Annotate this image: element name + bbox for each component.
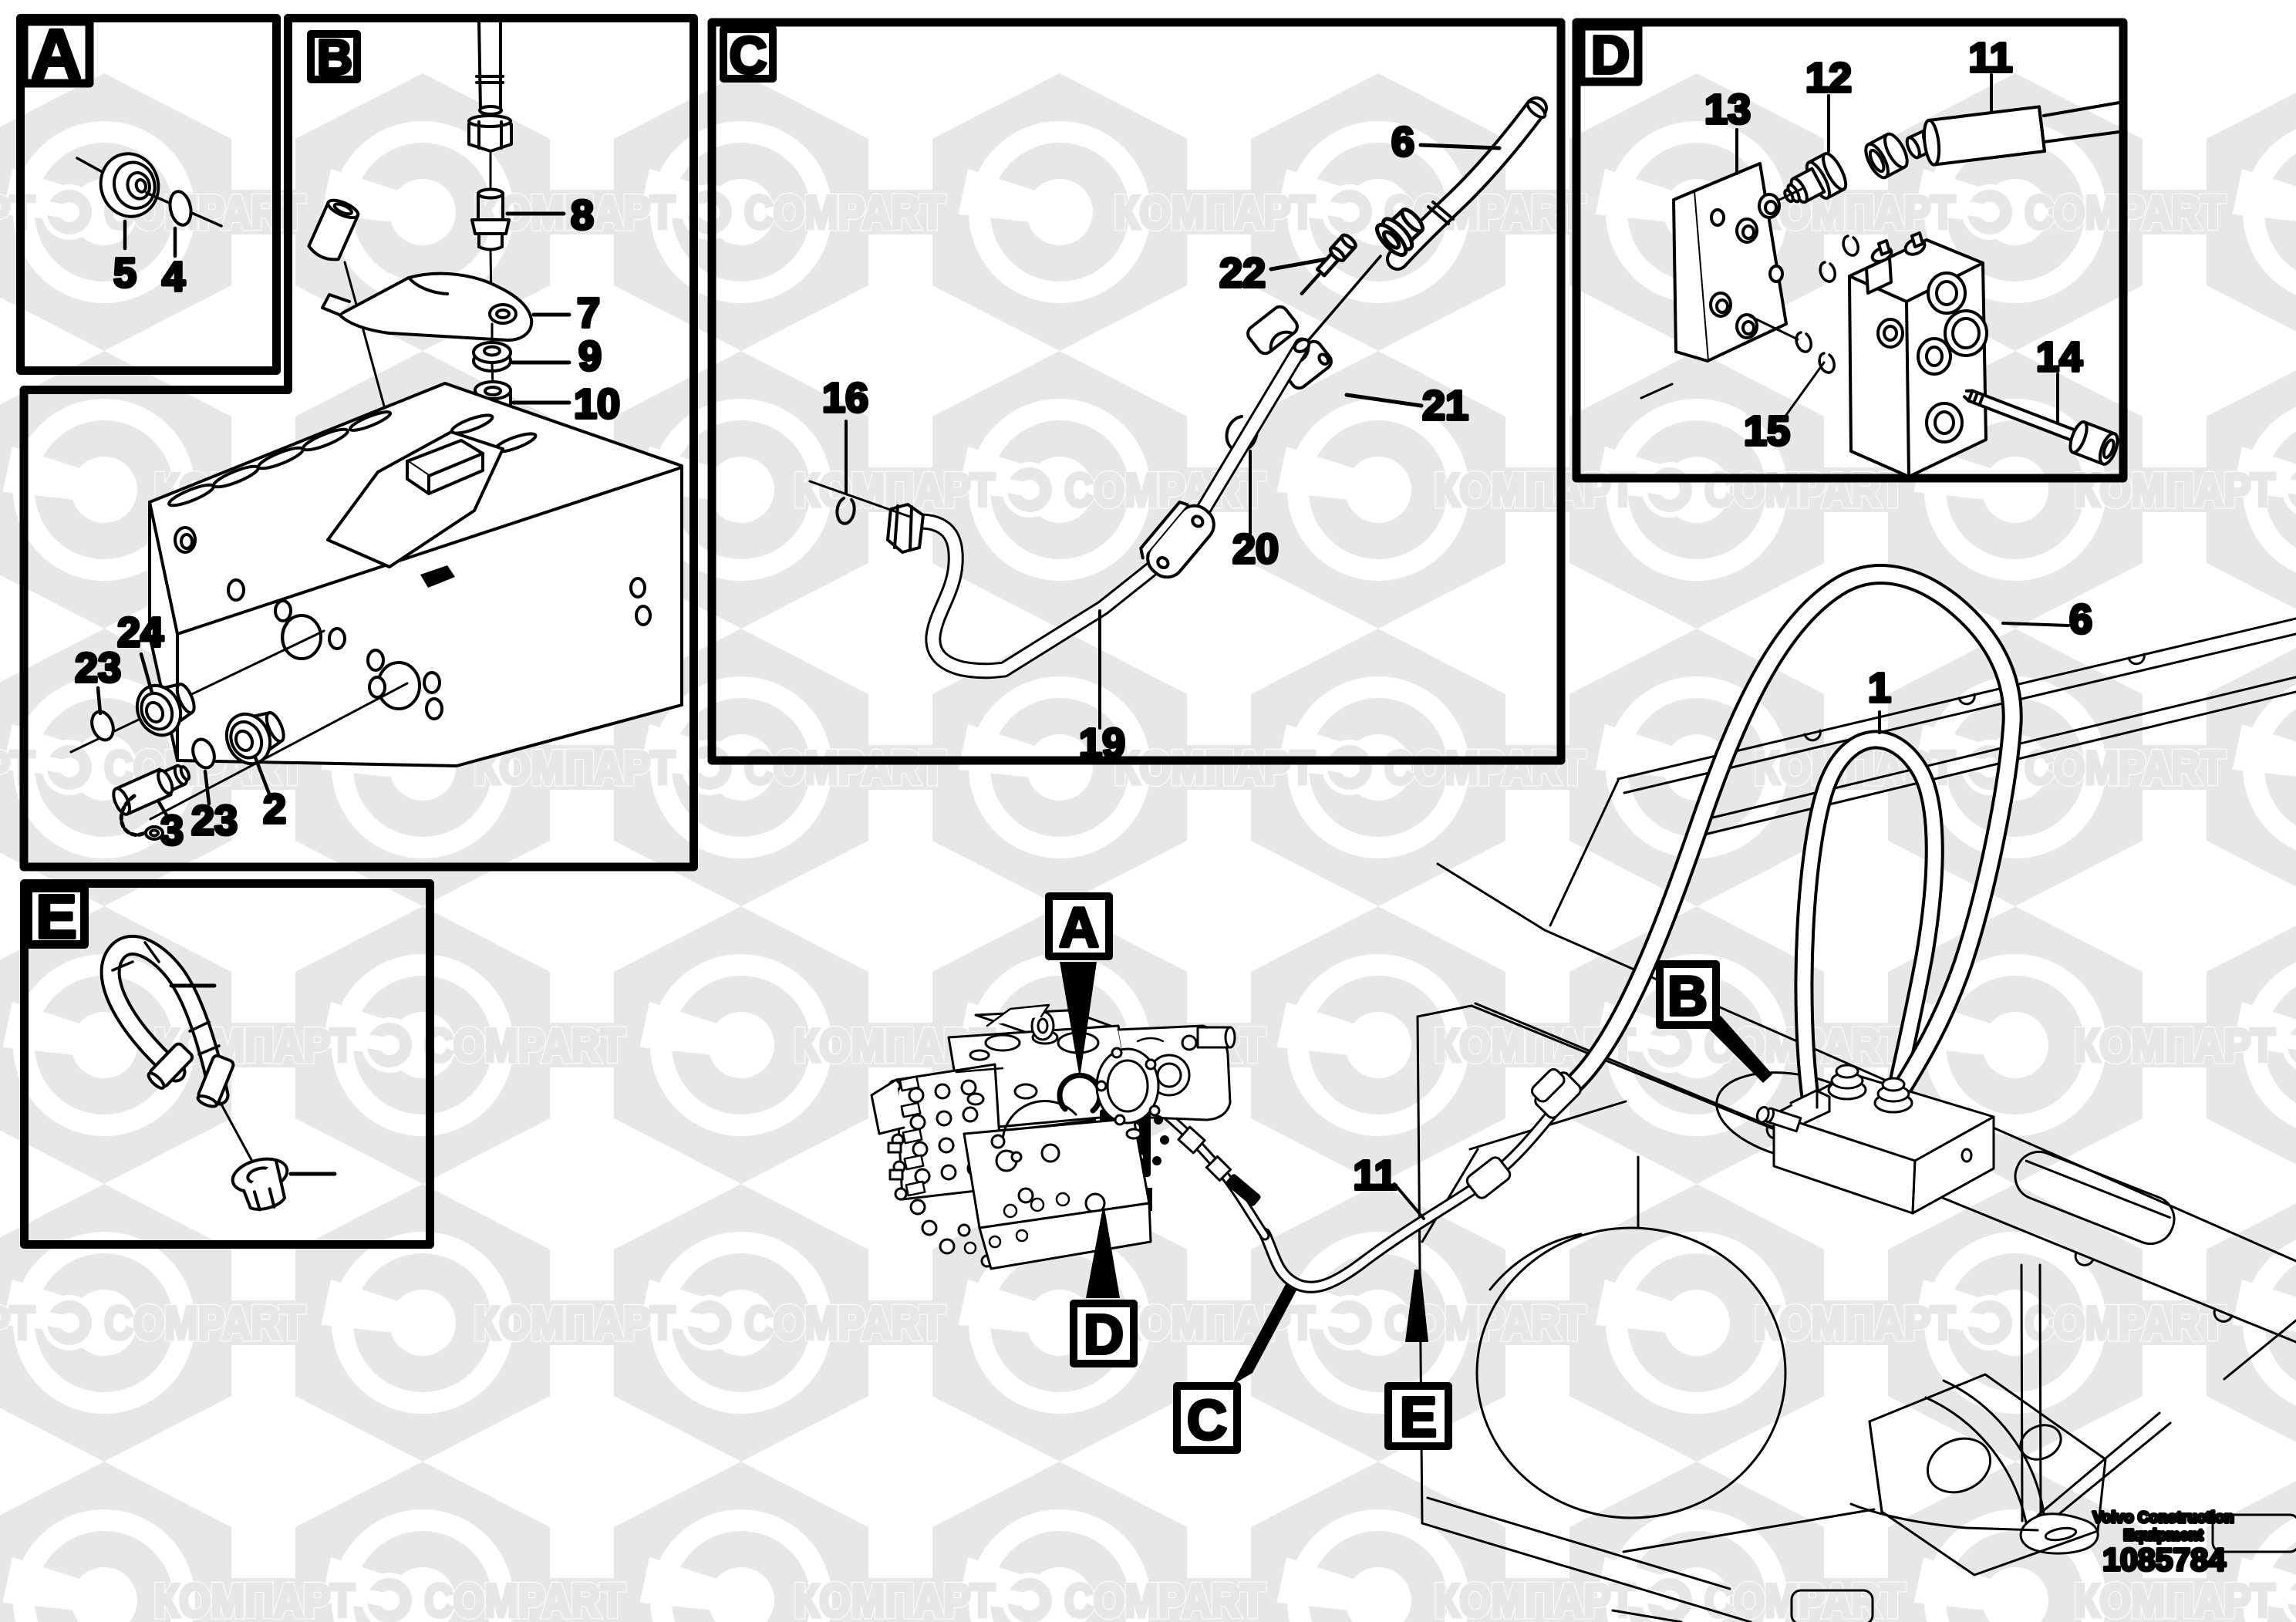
svg-text:13: 13 [1704,86,1751,133]
svg-text:11: 11 [1353,1152,1397,1199]
svg-text:22: 22 [1219,250,1266,296]
svg-text:7: 7 [577,290,600,336]
svg-text:1085784: 1085784 [2102,1542,2226,1577]
svg-text:B: B [1667,966,1708,1027]
svg-text:20: 20 [1232,526,1279,572]
svg-text:10: 10 [574,381,620,427]
svg-text:4: 4 [162,254,185,300]
svg-text:5: 5 [113,250,137,296]
svg-text:21: 21 [1422,383,1468,429]
svg-text:8: 8 [571,192,594,238]
svg-text:9: 9 [578,333,602,379]
svg-text:15: 15 [1744,408,1790,454]
svg-text:23: 23 [191,798,238,844]
svg-text:23: 23 [75,645,121,691]
svg-text:6: 6 [1391,119,1414,165]
svg-text:14: 14 [2036,334,2082,380]
svg-text:1: 1 [1868,665,1891,711]
svg-text:12: 12 [1805,55,1852,101]
svg-text:E: E [35,882,76,951]
svg-text:A: A [1059,897,1099,959]
svg-text:Equipment: Equipment [2123,1527,2203,1544]
svg-text:A: A [32,16,82,93]
svg-text:16: 16 [822,375,868,421]
svg-text:3: 3 [160,808,184,854]
svg-text:C: C [729,26,767,85]
svg-text:Volvo Construction: Volvo Construction [2093,1509,2234,1526]
svg-text:D: D [1084,1304,1124,1366]
svg-text:19: 19 [1079,720,1125,767]
svg-text:11: 11 [1968,35,2012,81]
svg-text:24: 24 [117,609,164,656]
svg-text:E: E [1400,1387,1437,1448]
svg-text:2: 2 [263,786,286,832]
svg-text:D: D [1591,25,1630,85]
svg-text:6: 6 [2069,596,2092,642]
svg-text:C: C [1187,1390,1227,1452]
svg-text:B: B [317,29,352,85]
